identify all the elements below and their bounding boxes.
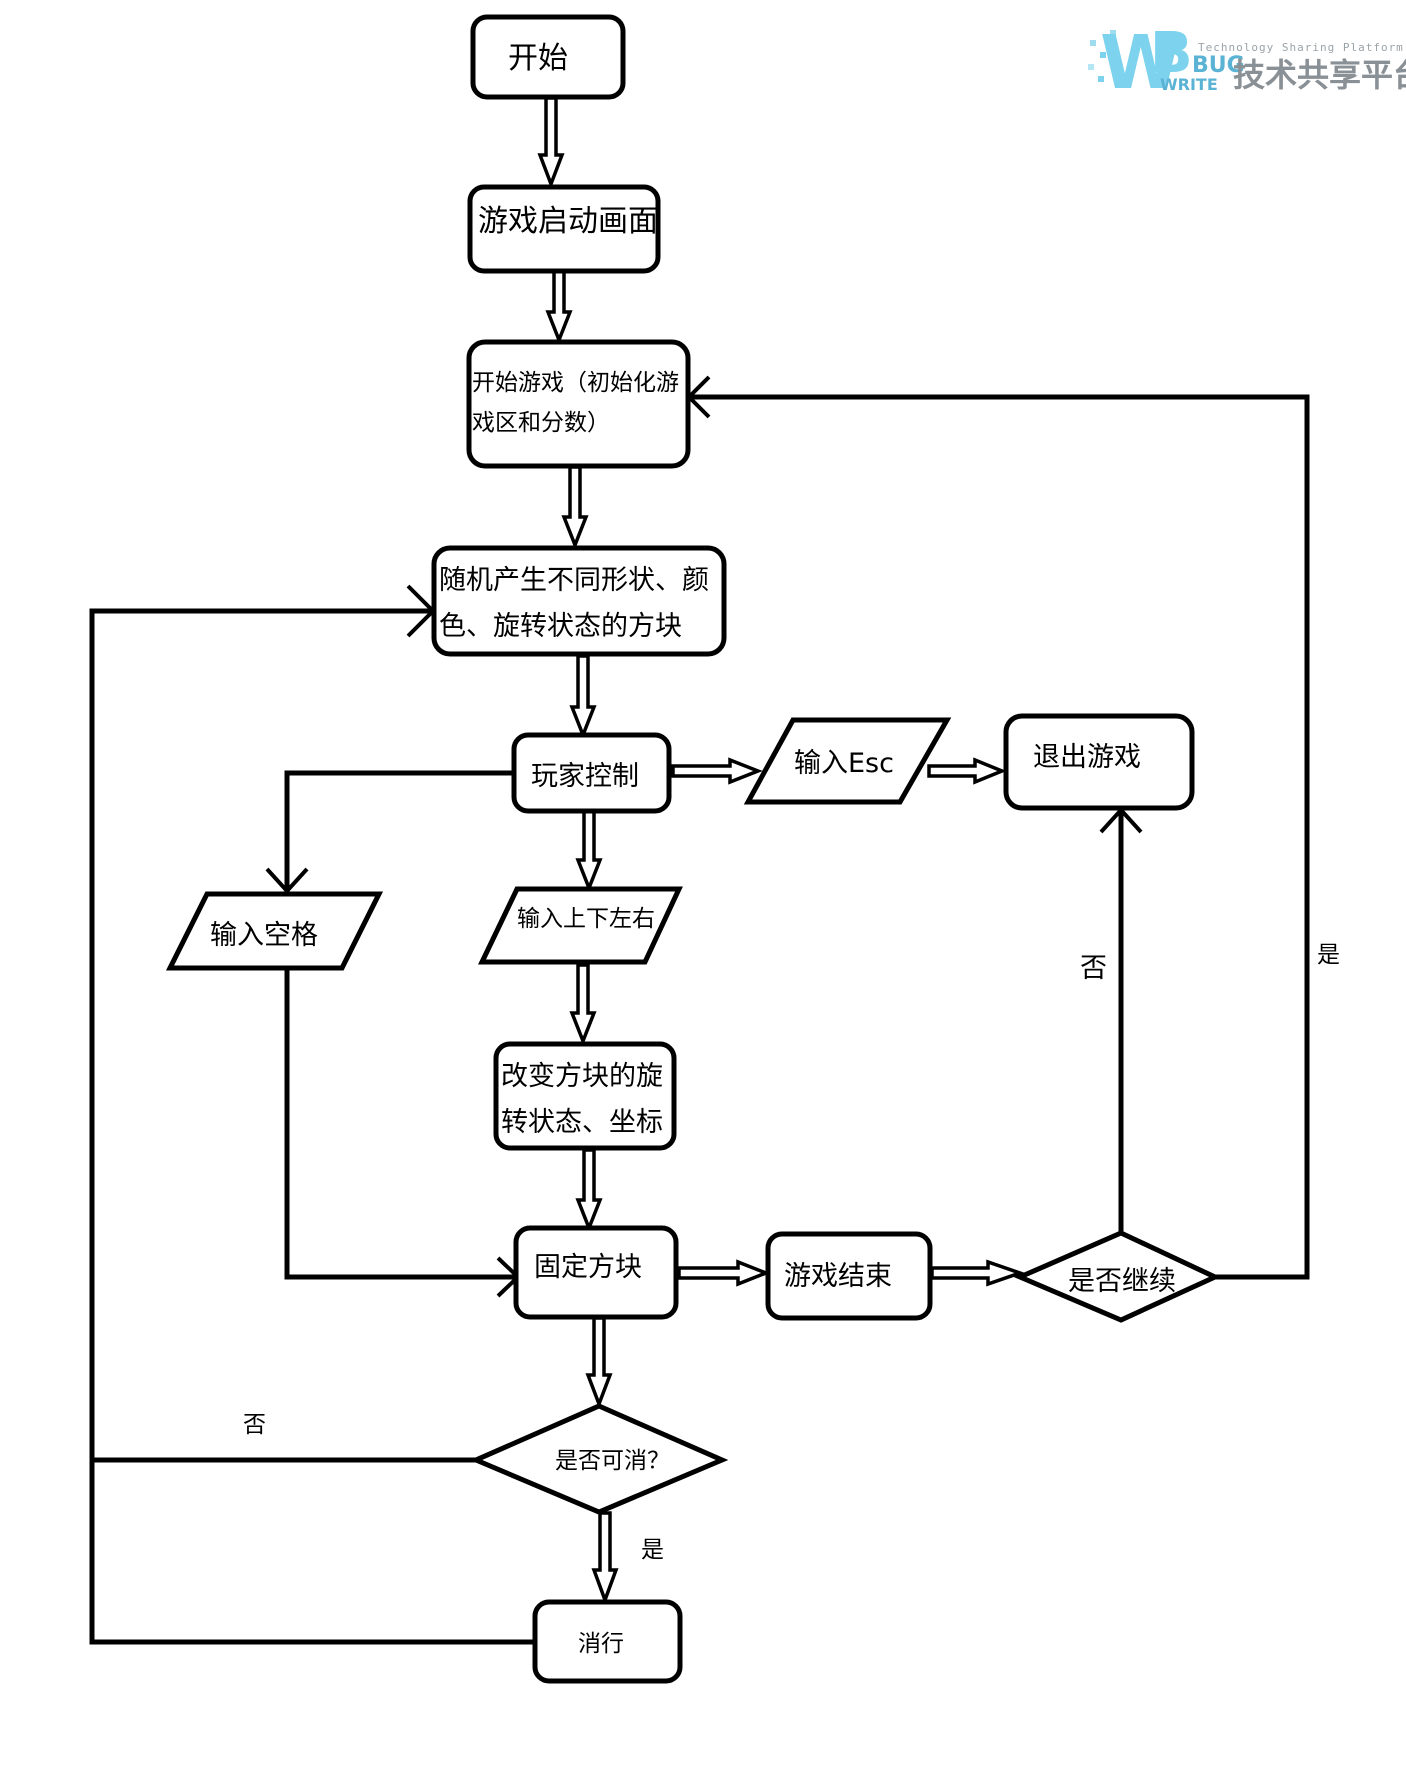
node-spawn-label-line1: 随机产生不同形状、颜 <box>439 565 709 596</box>
node-control-label: 玩家控制 <box>531 761 639 792</box>
arrow-gameover-to-continue <box>930 1259 1026 1287</box>
arrow-control-to-arrows <box>575 809 603 893</box>
logo-mark-b: B <box>1150 21 1193 86</box>
arrow-spawn-to-control <box>569 654 597 740</box>
edge-label-clear-no: 否 <box>243 1412 266 1438</box>
node-init-label-line1: 开始游戏（初始化游 <box>472 370 679 396</box>
node-spawn-label-line2: 色、旋转状态的方块 <box>439 611 682 642</box>
node-clear-question-label: 是否可消？ <box>555 1448 670 1474</box>
node-input-esc: 输入Esc <box>743 717 952 805</box>
node-start: 开始 <box>470 14 626 100</box>
arrow-esc-to-exit <box>927 757 1007 785</box>
node-game-over-label: 游戏结束 <box>784 1261 892 1292</box>
node-fix-label: 固定方块 <box>534 1252 642 1283</box>
connectors <box>89 394 1310 1645</box>
logo-name-cn: 技术共享平台 <box>1233 56 1406 94</box>
node-change-label-line1: 改变方块的旋 <box>501 1061 663 1092</box>
node-input-esc-label: 输入Esc <box>794 748 894 779</box>
arrow-change-to-fix <box>575 1148 603 1233</box>
arrow-splash-to-init <box>545 269 573 345</box>
node-input-space-label: 输入空格 <box>210 920 318 951</box>
arrow-clearq-to-row <box>591 1511 619 1606</box>
arrow-start-to-splash <box>537 96 565 189</box>
arrow-control-to-esc <box>671 757 763 785</box>
node-fix: 固定方块 <box>513 1225 679 1320</box>
node-clear-row-label: 消行 <box>578 1631 624 1657</box>
node-exit: 退出游戏 <box>1003 713 1195 811</box>
control-to-space-line <box>284 770 517 892</box>
node-init-label-line2: 戏区和分数） <box>472 410 610 436</box>
node-input-arrows-label: 输入上下左右 <box>517 906 655 932</box>
node-continue-question: 是否继续 <box>1013 1230 1221 1323</box>
node-input-arrows: 输入上下左右 <box>478 886 683 965</box>
node-splash: 游戏启动画面 <box>467 184 661 274</box>
logo-tagline: Technology Sharing Platform <box>1198 41 1404 54</box>
node-spawn: 随机产生不同形状、颜 色、旋转状态的方块 <box>431 545 727 657</box>
node-exit-label: 退出游戏 <box>1033 742 1141 773</box>
space-to-fix-line <box>284 969 519 1280</box>
loop-continue-yes-line <box>686 394 1310 1280</box>
node-control: 玩家控制 <box>511 732 672 814</box>
edge-label-clear-yes: 是 <box>641 1537 664 1563</box>
node-init: 开始游戏（初始化游 戏区和分数） <box>466 339 691 469</box>
loop-left-vertical <box>89 608 436 1645</box>
watermark-logo: W B BUG WRITE Technology Sharing Platfor… <box>1088 20 1406 106</box>
node-start-label: 开始 <box>508 41 568 76</box>
node-input-space: 输入空格 <box>165 891 384 971</box>
node-continue-question-label: 是否继续 <box>1068 1266 1176 1297</box>
arrow-fix-to-clearq <box>585 1316 613 1409</box>
arrow-init-to-spawn <box>561 465 589 550</box>
logo-mark-w: W <box>1100 20 1182 106</box>
edge-label-continue-no: 否 <box>1080 953 1107 984</box>
open-arrowheads <box>265 375 1143 1298</box>
logo-bug: BUG <box>1192 53 1245 78</box>
node-game-over: 游戏结束 <box>765 1231 933 1321</box>
node-clear-row: 消行 <box>532 1599 683 1684</box>
node-change: 改变方块的旋 转状态、坐标 <box>493 1041 677 1151</box>
logo-write: WRITE <box>1160 75 1218 94</box>
node-clear-question: 是否可消？ <box>469 1403 729 1515</box>
node-splash-label: 游戏启动画面 <box>478 204 658 239</box>
edge-label-continue-yes: 是 <box>1317 942 1340 968</box>
node-change-label-line2: 转状态、坐标 <box>501 1107 663 1138</box>
arrowhead-into-space <box>265 867 309 894</box>
double-arrows <box>537 96 1026 1606</box>
arrow-fix-to-gameover <box>677 1259 771 1287</box>
arrow-arrows-to-change <box>569 963 597 1046</box>
